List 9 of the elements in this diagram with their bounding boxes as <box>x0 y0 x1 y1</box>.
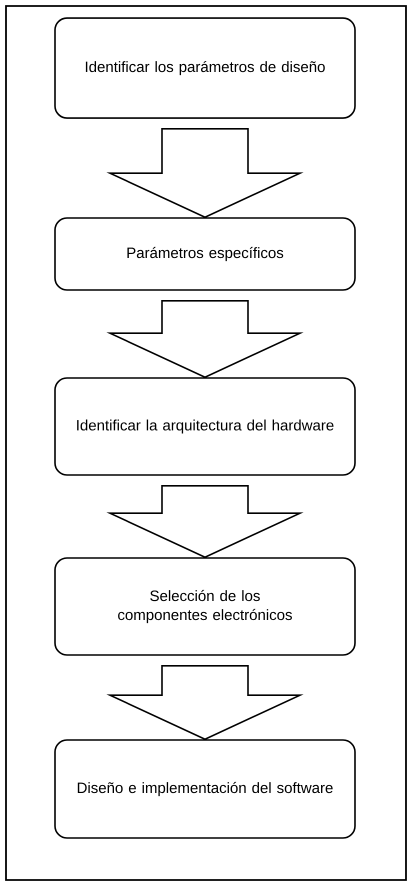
block-arrow <box>106 485 304 558</box>
process-box: Diseño e implementación del software <box>54 739 356 839</box>
process-box: Identificar la arquitectura del hardware <box>54 377 356 476</box>
process-box: Identificar los parámetros de diseño <box>54 17 356 119</box>
block-arrow <box>106 300 304 378</box>
block-arrow <box>106 128 304 218</box>
process-box: Parámetros específicos <box>54 217 356 291</box>
block-arrow <box>106 665 304 740</box>
process-box: Selección de los componentes electrónicos <box>54 557 356 656</box>
